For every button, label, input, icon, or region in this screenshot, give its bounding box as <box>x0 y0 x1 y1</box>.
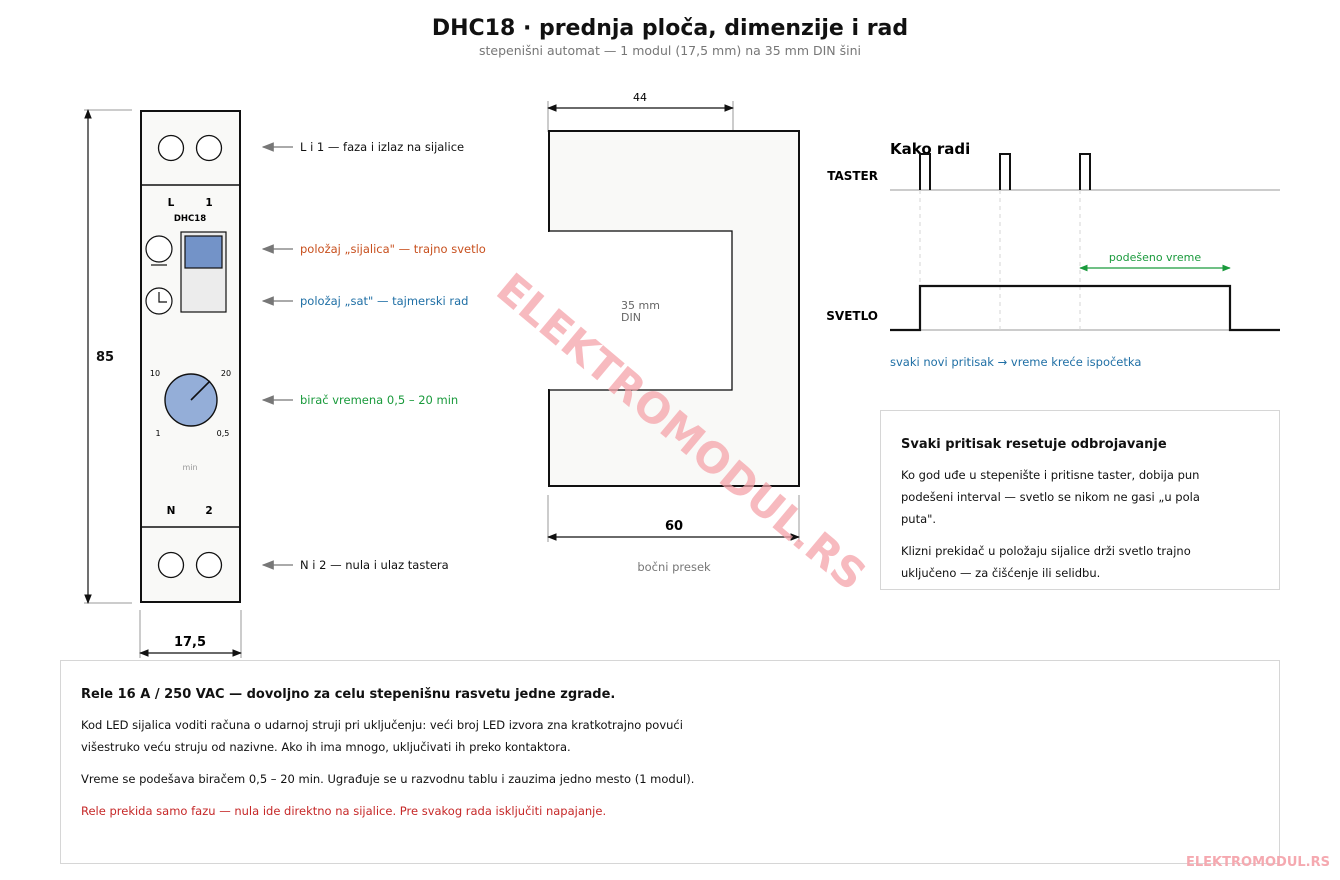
taster-pulse-1 <box>919 153 931 190</box>
terminal-label-l: L <box>168 197 175 209</box>
terminal-screw-l <box>157 134 185 162</box>
timing-note: svaki novi pritisak → vreme kreće ispoče… <box>890 355 1141 369</box>
info-box-reset-text-1: Ko god uđe u stepenište i pritisne taste… <box>901 468 1200 526</box>
terminal-screw-2 <box>195 551 223 579</box>
interval-label: podešeno vreme <box>1109 251 1201 264</box>
info-box-rele: Rele 16 A / 250 VAC — dovoljno za celu s… <box>60 660 1280 864</box>
page-subtitle: stepenišni automat — 1 modul (17,5 mm) n… <box>479 43 861 58</box>
info-box-reset-title: Svaki pritisak resetuje odbrojavanje <box>901 437 1167 452</box>
side-width-dimension-label: 60 <box>665 519 683 534</box>
callout-bottom-terminals: N i 2 — nula i ulaz tastera <box>300 558 449 572</box>
info-box-reset-text-2: Klizni prekidač u položaju sijalice drži… <box>901 544 1191 580</box>
timing-diagram: Kako radi TASTER SVETLO podešeno vreme s… <box>826 140 1280 369</box>
dial-mark-10: 10 <box>150 369 160 378</box>
info-box-rele-title: Rele 16 A / 250 VAC — dovoljno za celu s… <box>81 687 616 702</box>
module-body <box>140 110 241 603</box>
din-rail-label-1: 35 mm <box>621 299 660 312</box>
terminal-label-n: N <box>167 505 176 517</box>
height-dimension-label: 85 <box>96 350 114 365</box>
time-dial[interactable] <box>164 373 218 427</box>
dial-pointer <box>190 380 211 401</box>
mode-slide-switch-knob[interactable] <box>184 235 223 269</box>
callout-sijalica: položaj „sijalica" — trajno svetlo <box>300 242 486 256</box>
din-rail-label-2: DIN <box>621 311 641 324</box>
taster-pulse-3 <box>1079 153 1091 190</box>
callout-dial: birač vremena 0,5 – 20 min <box>300 393 458 407</box>
callouts: L i 1 — faza i izlaz na sijalice položaj… <box>261 140 486 572</box>
clock-icon <box>145 287 173 315</box>
side-view: 44 35 mm DIN 60 bočni presek <box>547 91 800 574</box>
bulb-icon <box>145 235 173 266</box>
terminal-label-1: 1 <box>205 197 212 209</box>
dial-unit-label: min <box>182 463 197 472</box>
dial-mark-1: 1 <box>155 429 160 438</box>
side-caption: bočni presek <box>637 560 711 574</box>
model-label: DHC18 <box>174 214 206 224</box>
callout-top-terminals: L i 1 — faza i izlaz na sijalice <box>300 140 464 154</box>
depth-dimension-label: 44 <box>633 91 647 104</box>
taster-label: TASTER <box>827 169 878 183</box>
terminal-label-2: 2 <box>205 505 212 517</box>
dial-mark-20: 20 <box>221 369 231 378</box>
svetlo-label: SVETLO <box>826 309 878 323</box>
timing-title: Kako radi <box>890 140 970 158</box>
callout-sat: položaj „sat" — tajmerski rad <box>300 294 468 308</box>
info-box-rele-text-2: Vreme se podešava biračem 0,5 – 20 min. … <box>81 772 695 786</box>
info-box-rele-text-1: Kod LED sijalica voditi računa o udarnoj… <box>81 718 683 754</box>
width-dimension-label: 17,5 <box>174 635 206 650</box>
info-box-reset: Svaki pritisak resetuje odbrojavanje Ko … <box>880 410 1280 590</box>
footer-watermark: ELEKTROMODUL.RS <box>1186 855 1330 870</box>
svetlo-signal <box>890 284 1280 332</box>
page-title: DHC18 · prednja ploča, dimenzije i rad <box>432 16 908 41</box>
front-view: 85 L 1 DHC18 N 2 10 20 1 0,5 <box>84 109 242 658</box>
press-guides <box>919 190 1081 330</box>
taster-pulse-2 <box>999 153 1011 190</box>
terminal-screw-n <box>157 551 185 579</box>
dial-mark-0-5: 0,5 <box>217 429 230 438</box>
terminal-screw-1 <box>195 134 223 162</box>
din-rail-cutout <box>548 230 733 391</box>
info-box-rele-warning: Rele prekida samo fazu — nula ide direkt… <box>81 804 607 818</box>
